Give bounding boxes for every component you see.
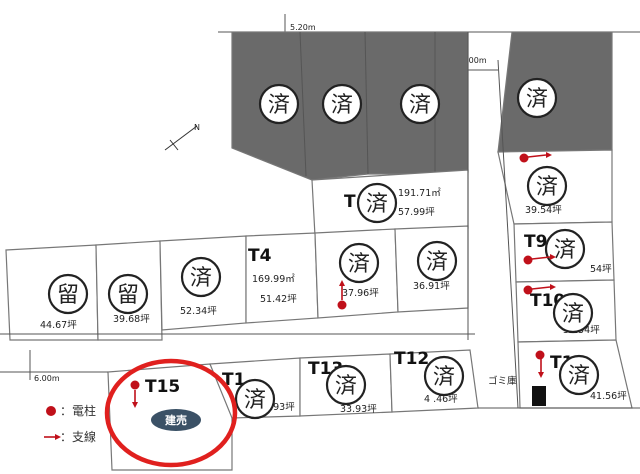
lot-t4-area-tsubo: 51.42坪 (260, 293, 297, 305)
lot-t8-tsubo: 39.54坪 (525, 204, 562, 216)
sold-stamp: 済 (234, 378, 276, 420)
garbage-label: ゴミ庫 (488, 375, 517, 387)
reserved-stamp: 留 (47, 273, 89, 315)
lot-t6-tsubo: 36.91坪 (413, 280, 450, 292)
sold-stamp: 済 (399, 83, 441, 125)
lot-divider (364, 31, 369, 175)
legend: ：電柱 ：支線 (44, 403, 96, 444)
legend-pole-label: ：電柱 (60, 403, 96, 418)
lot-left3-tsubo: 52.34坪 (180, 305, 217, 317)
sold-stamp: 済 (544, 228, 586, 270)
garbage-storage (532, 386, 546, 406)
legend-branch-label: ：支線 (60, 429, 96, 444)
svg-text:済: 済 (554, 238, 576, 263)
svg-text:済: 済 (526, 87, 548, 112)
svg-text:済: 済 (568, 364, 590, 389)
svg-text:済: 済 (426, 250, 448, 275)
lot-t9-tsubo: 54坪 (590, 263, 612, 275)
lot-t9-name: T9 (524, 232, 547, 252)
legend-pole-icon (46, 406, 56, 416)
svg-text:済: 済 (348, 252, 370, 277)
sold-stamp: 済 (325, 364, 367, 406)
svg-text:済: 済 (331, 93, 353, 118)
svg-text:留: 留 (117, 283, 139, 308)
sold-stamp: 済 (338, 242, 380, 284)
lot-t7-name: T (344, 192, 356, 212)
lot-t4-name: T4 (248, 246, 272, 266)
lot-t15-name: T15 (145, 377, 180, 397)
reserved-stamp: 留 (107, 273, 149, 315)
pole-marker (130, 380, 140, 408)
sold-stamp: 済 (180, 256, 222, 298)
lot-t7-area-m2: 191.71㎡ (398, 188, 441, 199)
svg-text:済: 済 (244, 388, 266, 413)
pole-marker (523, 254, 556, 265)
sold-stamp: 済 (321, 83, 363, 125)
sold-stamp: 済 (356, 182, 398, 224)
sold-stamp: 済 (526, 165, 568, 207)
lot-divider (299, 31, 307, 177)
pole-marker (337, 280, 347, 310)
mid-road-dimension: 6.00m (461, 56, 487, 65)
lot-t11-tsubo: 41.56坪 (590, 390, 627, 402)
lot-t12-tsubo: 4 .46坪 (424, 393, 458, 405)
svg-text:済: 済 (190, 266, 212, 291)
sold-stamp: 済 (258, 83, 300, 125)
lot-t4-area-m2: 169.99㎡ (252, 274, 295, 285)
sold-stamp: 済 (416, 240, 458, 282)
t15-highlight-circle (104, 358, 238, 468)
svg-text:済: 済 (335, 374, 357, 399)
mid-road-edge-right (497, 59, 519, 409)
svg-text:済: 済 (433, 365, 455, 390)
lot-t13-tsubo: 33.93坪 (340, 403, 377, 415)
svg-text:済: 済 (409, 93, 431, 118)
svg-text:建売: 建売 (165, 413, 187, 427)
lot-t7-area-tsubo: 57.99坪 (398, 206, 435, 218)
svg-text:済: 済 (366, 192, 388, 217)
sold-stamp: 済 (552, 292, 594, 334)
bottom-road-dimension: 6.00m (34, 374, 60, 383)
svg-text:済: 済 (562, 302, 584, 327)
svg-text:N: N (194, 123, 200, 132)
pole-marker (535, 350, 545, 378)
sold-stamp: 済 (558, 354, 600, 396)
top-road-dimension: 5.20m (290, 23, 316, 32)
lot-t12-name: T12 (394, 349, 429, 369)
lot-left1-tsubo: 44.67坪 (40, 319, 77, 331)
north-arrow-icon: N (164, 123, 200, 151)
sold-stamp: 済 (423, 355, 465, 397)
svg-text:済: 済 (536, 175, 558, 200)
lot-left2-tsubo: 39.68坪 (113, 313, 150, 325)
pole-marker (519, 152, 552, 163)
pole-marker (523, 284, 556, 295)
svg-text:留: 留 (57, 283, 79, 308)
t15-ready-built-badge[interactable]: 建売 (151, 409, 201, 431)
svg-text:済: 済 (268, 93, 290, 118)
sold-stamp: 済 (516, 77, 558, 119)
lot-t5-tsubo: 37.96坪 (342, 287, 379, 299)
